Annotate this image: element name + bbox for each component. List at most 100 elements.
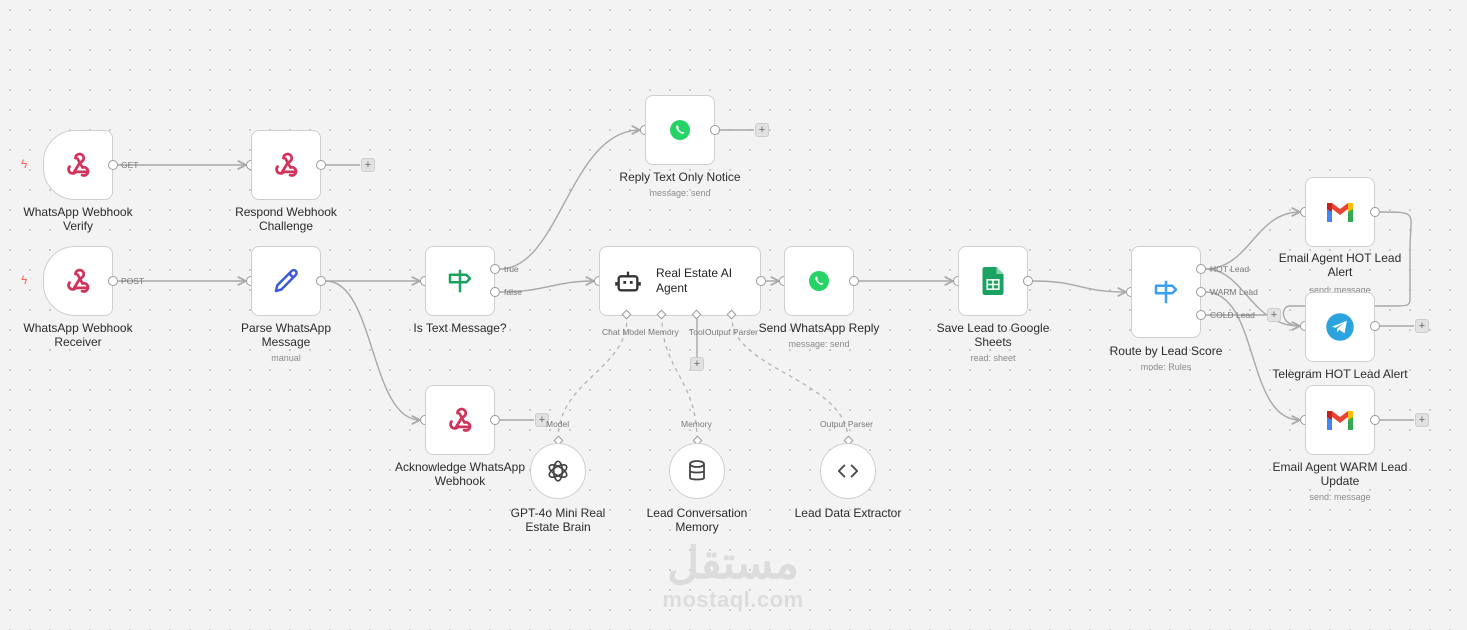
- edge-email-loop: [1282, 211, 1412, 327]
- watermark-logo: مستقل mostaql.com: [648, 540, 818, 612]
- gmail-icon: [1327, 203, 1353, 222]
- webhook-icon: [275, 152, 298, 177]
- add-node-button[interactable]: +: [1267, 308, 1281, 322]
- port-label-model: Model: [546, 419, 570, 429]
- openai-icon: [548, 460, 568, 482]
- port-label-chat-model: Chat Model: [602, 327, 646, 337]
- node-title: Email Agent WARM Lead Update: [1272, 460, 1408, 488]
- edge-true-reply: [499, 130, 640, 270]
- port-label-cold: COLD Lead: [1210, 310, 1255, 320]
- node-respond-webhook-challenge[interactable]: [251, 130, 321, 200]
- node-lead-data-extractor[interactable]: [820, 443, 876, 499]
- node-subtitle: send: message: [1309, 492, 1371, 502]
- edge-false-agent: [499, 281, 594, 293]
- output-handle-warm[interactable]: [1196, 287, 1206, 297]
- output-handle[interactable]: [1370, 415, 1380, 425]
- telegram-icon: [1326, 313, 1354, 341]
- edge-save-route: [1032, 280, 1126, 292]
- node-title: Send WhatsApp Reply: [758, 321, 880, 335]
- output-handle[interactable]: [108, 276, 118, 286]
- output-handle[interactable]: [316, 276, 326, 286]
- trigger-bolt-icon: ϟ: [21, 157, 28, 171]
- webhook-icon: [449, 407, 472, 432]
- node-subtitle: send: message: [1309, 285, 1371, 295]
- output-handle[interactable]: [1370, 207, 1380, 217]
- sheets-icon: [982, 267, 1004, 295]
- node-subtitle: manual: [271, 353, 301, 363]
- add-node-button[interactable]: +: [1415, 413, 1429, 427]
- node-whatsapp-webhook-receiver[interactable]: [43, 246, 113, 316]
- port-label-memory: Memory: [648, 327, 679, 337]
- port-label-get: GET: [121, 160, 139, 170]
- port-label-tool: Tool: [689, 327, 705, 337]
- output-handle[interactable]: [1370, 321, 1380, 331]
- node-real-estate-ai-agent[interactable]: Real Estate AI Agent: [599, 246, 761, 316]
- edge-parse-ack: [325, 280, 420, 420]
- node-acknowledge-whatsapp-webhook[interactable]: [425, 385, 495, 455]
- edge-hot-telegram: [1204, 268, 1300, 326]
- port-label-warm: WARM Lead: [1210, 287, 1258, 297]
- node-is-text-message[interactable]: [425, 246, 495, 316]
- node-email-agent-warm-lead-update[interactable]: [1305, 385, 1375, 455]
- watermark-latin: mostaql.com: [662, 587, 804, 612]
- port-label-output-parser-sub: Output Parser: [820, 419, 873, 429]
- node-send-whatsapp-reply[interactable]: [784, 246, 854, 316]
- node-title: Lead Data Extractor: [794, 506, 902, 520]
- output-handle-cold[interactable]: [1196, 310, 1206, 320]
- output-handle[interactable]: [849, 276, 859, 286]
- node-email-agent-hot-lead-alert[interactable]: [1305, 177, 1375, 247]
- node-title: Save Lead to Google Sheets: [936, 321, 1050, 349]
- node-whatsapp-webhook-verify[interactable]: [43, 130, 113, 200]
- output-handle[interactable]: [710, 125, 720, 135]
- node-title: Is Text Message?: [413, 321, 507, 335]
- node-title: Acknowledge WhatsApp Webhook: [394, 460, 526, 488]
- port-label-memory-sub: Memory: [681, 419, 712, 429]
- whatsapp-icon: [670, 120, 690, 140]
- node-subtitle: mode: Rules: [1140, 362, 1192, 372]
- node-subtitle: message: send: [788, 339, 850, 349]
- node-gpt-4o-mini[interactable]: [530, 443, 586, 499]
- robot-icon: [615, 271, 641, 292]
- port-label-true: true: [504, 264, 519, 274]
- add-node-button[interactable]: +: [1415, 319, 1429, 333]
- watermark-arabic: مستقل: [667, 539, 799, 588]
- node-title: Email Agent HOT Lead Alert: [1278, 251, 1402, 279]
- webhook-icon: [67, 152, 90, 177]
- output-handle[interactable]: [316, 160, 326, 170]
- node-lead-conversation-memory[interactable]: [669, 443, 725, 499]
- add-tool-button[interactable]: +: [690, 357, 704, 371]
- output-handle[interactable]: [490, 415, 500, 425]
- node-subtitle: message: send: [649, 188, 711, 198]
- output-handle-true[interactable]: [490, 264, 500, 274]
- agent-title: Real Estate AI Agent: [656, 266, 733, 295]
- output-handle-false[interactable]: [490, 287, 500, 297]
- node-save-lead-google-sheets[interactable]: [958, 246, 1028, 316]
- add-node-button[interactable]: +: [755, 123, 769, 137]
- signpost-icon: [448, 269, 472, 293]
- output-handle[interactable]: [1023, 276, 1033, 286]
- whatsapp-icon: [809, 271, 829, 291]
- output-handle[interactable]: [756, 276, 766, 286]
- edge-hot-email: [1204, 212, 1300, 270]
- node-title: WhatsApp Webhook Verify: [23, 205, 133, 233]
- pencil-icon: [274, 268, 298, 293]
- add-node-button[interactable]: +: [361, 158, 375, 172]
- database-icon: [689, 460, 705, 481]
- node-title: WhatsApp Webhook Receiver: [23, 321, 133, 349]
- node-route-by-lead-score[interactable]: [1131, 246, 1201, 338]
- port-label-post: POST: [121, 276, 145, 286]
- node-reply-text-only-notice[interactable]: [645, 95, 715, 165]
- node-title: GPT-4o Mini Real Estate Brain: [510, 506, 606, 534]
- output-handle-hot[interactable]: [1196, 264, 1206, 274]
- gmail-icon: [1327, 411, 1353, 430]
- add-node-button[interactable]: +: [535, 413, 549, 427]
- output-handle[interactable]: [108, 160, 118, 170]
- port-label-hot: HOT Lead: [1210, 264, 1250, 274]
- node-parse-whatsapp-message[interactable]: [251, 246, 321, 316]
- node-title: Route by Lead Score: [1109, 344, 1223, 358]
- node-title: Respond Webhook Challenge: [235, 205, 337, 233]
- node-telegram-hot-lead-alert[interactable]: [1305, 292, 1375, 362]
- node-subtitle: read: sheet: [970, 353, 1016, 363]
